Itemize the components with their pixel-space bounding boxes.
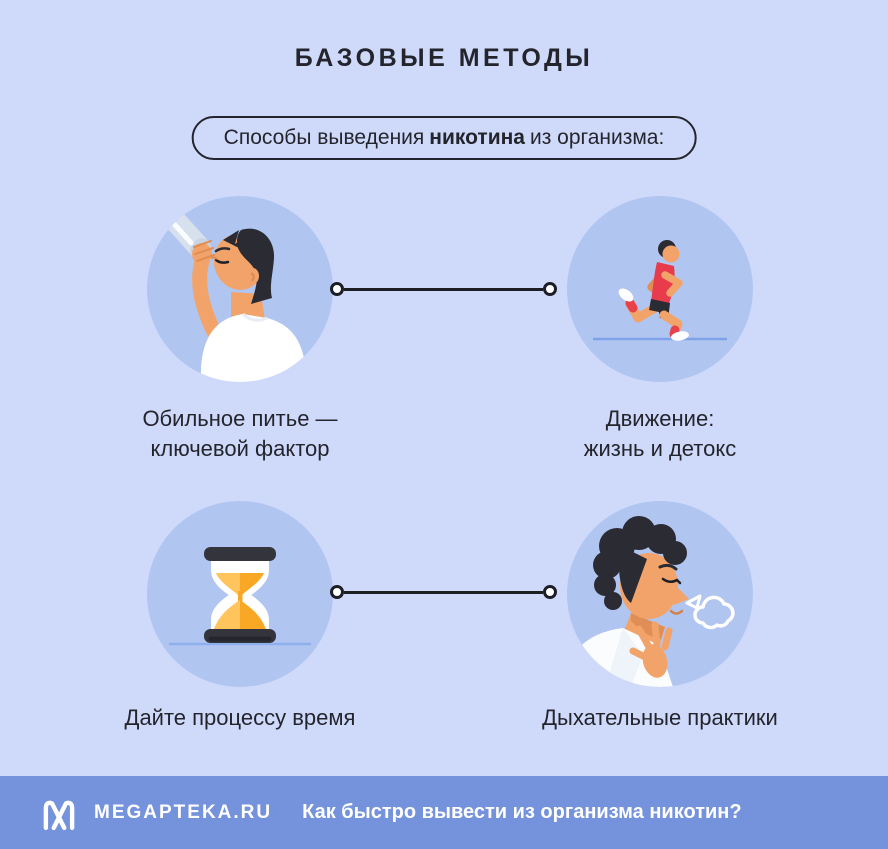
running-icon — [593, 240, 727, 341]
connector-endpoint-icon — [330, 282, 344, 296]
method-label-line: Обильное питье — — [142, 406, 338, 431]
megapteka-logo-icon — [43, 800, 75, 830]
connector-endpoint-icon — [543, 282, 557, 296]
method-label-water: Обильное питье — ключевой фактор — [80, 404, 400, 464]
method-circle-movement — [567, 196, 753, 382]
connector-endpoint-icon — [330, 585, 344, 599]
connector-line-bottom — [330, 585, 557, 599]
method-label-movement: Движение: жизнь и детокс — [500, 404, 820, 464]
subtitle-prefix: Способы выведения — [223, 126, 425, 149]
connector-wire — [344, 590, 543, 594]
subtitle-pill: Способы выведения никотина из организма: — [191, 116, 697, 160]
footer-bar: MEGAPTEKA.RU Как быстро вывести из орган… — [0, 776, 888, 849]
brand-name: MEGAPTEKA.RU — [94, 801, 273, 823]
page-title: БАЗОВЫЕ МЕТОДЫ — [294, 44, 594, 72]
method-label-line: Дайте процессу время — [124, 705, 356, 730]
hourglass-icon — [169, 547, 311, 646]
subtitle-highlight: никотина — [429, 126, 525, 149]
method-label-line: Движение: — [605, 406, 715, 431]
footer-question: Как быстро вывести из организма никотин? — [302, 801, 742, 823]
connector-line-top — [330, 282, 557, 296]
breathing-icon — [567, 516, 735, 687]
connector-endpoint-icon — [543, 585, 557, 599]
method-label-line: жизнь и детокс — [583, 436, 737, 461]
method-label-breathing: Дыхательные практики — [500, 703, 820, 733]
method-circle-breathing — [567, 501, 753, 687]
method-label-line: Дыхательные практики — [542, 705, 778, 730]
subtitle-suffix: из организма: — [529, 126, 665, 149]
method-label-time: Дайте процессу время — [80, 703, 400, 733]
drinking-water-icon — [159, 204, 307, 382]
method-circle-water — [147, 196, 333, 382]
method-circle-time — [147, 501, 333, 687]
method-label-line: ключевой фактор — [150, 436, 330, 461]
connector-wire — [344, 287, 543, 291]
